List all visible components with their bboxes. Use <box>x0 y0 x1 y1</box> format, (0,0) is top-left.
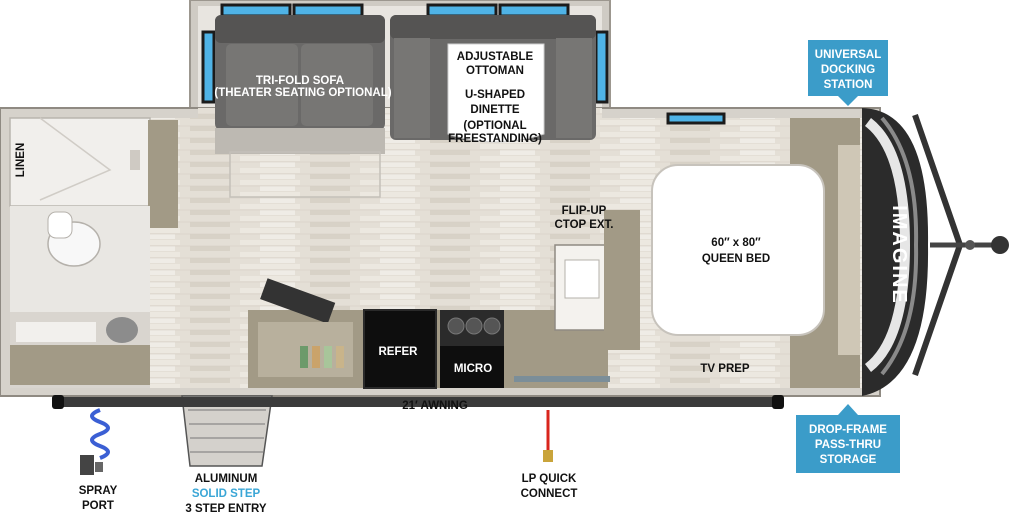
lp-line <box>543 410 553 462</box>
refer-label: REFER <box>379 346 419 358</box>
dinette-opt-1: (OPTIONAL <box>463 120 526 132</box>
queen-bed <box>640 118 860 388</box>
brand-logo: IMAGINE <box>888 205 910 305</box>
bed-label-2: QUEEN BED <box>702 253 770 265</box>
hitch-tongue <box>912 114 1009 376</box>
entry-label-3: 3 STEP ENTRY <box>185 503 266 515</box>
lp-label-2: CONNECT <box>521 488 578 500</box>
drop-frame-badge: DROP-FRAME PASS-THRU STORAGE <box>796 404 900 473</box>
micro-label: MICRO <box>454 363 492 375</box>
bed-label-1: 60″ x 80″ <box>711 237 761 249</box>
u-shaped-dinette <box>390 15 596 143</box>
trifold-sofa <box>215 15 385 198</box>
svg-text:STATION: STATION <box>824 79 873 91</box>
lp-label-1: LP QUICK <box>522 473 577 485</box>
dinette-label-2: DINETTE <box>470 104 520 116</box>
spray-label-2: PORT <box>82 500 114 512</box>
dinette-opt-2: FREESTANDING) <box>448 133 542 145</box>
spray-label-1: SPRAY <box>79 485 118 497</box>
universal-docking-badge: UNIVERSAL DOCKING STATION <box>808 40 888 106</box>
dinette-label-1: U-SHAPED <box>465 89 525 101</box>
flipup-label-2: CTOP EXT. <box>554 219 613 231</box>
theater-label: (THEATER SEATING OPTIONAL) <box>214 87 391 99</box>
ottoman-label-1: ADJUSTABLE <box>457 51 534 63</box>
svg-text:PASS-THRU: PASS-THRU <box>815 439 881 451</box>
awning <box>52 395 784 409</box>
entry-label-1: ALUMINUM <box>195 473 258 485</box>
tvprep-label: TV PREP <box>700 363 750 375</box>
entry-steps <box>181 395 273 467</box>
svg-text:UNIVERSAL: UNIVERSAL <box>815 49 881 61</box>
flipup-label-1: FLIP-UP <box>562 205 607 217</box>
kitchen <box>248 210 640 389</box>
linen-label: LINEN <box>15 143 27 178</box>
entry-label-2: SOLID STEP <box>192 488 261 500</box>
svg-text:DROP-FRAME: DROP-FRAME <box>809 424 887 436</box>
svg-text:DOCKING: DOCKING <box>821 64 875 76</box>
bathroom <box>9 117 178 388</box>
sofa-label: TRI-FOLD SOFA <box>256 75 344 87</box>
spray-port-hose <box>80 408 110 475</box>
front-cap <box>862 108 929 396</box>
ottoman-label-2: OTTOMAN <box>466 65 524 77</box>
svg-text:STORAGE: STORAGE <box>820 454 877 466</box>
awning-label: 21′ AWNING <box>402 400 468 412</box>
